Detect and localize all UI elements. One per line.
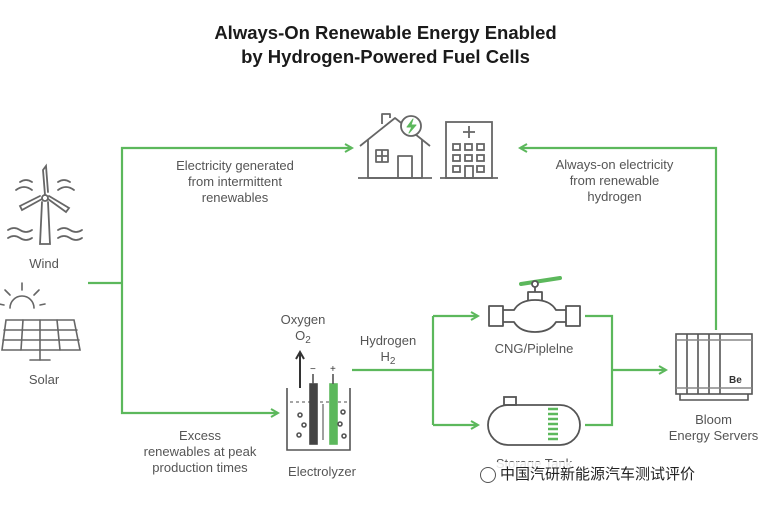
diagram-title-line1: Always-On Renewable Energy Enabled: [214, 22, 557, 43]
arrow-to-consumers: [120, 148, 352, 283]
watermark: 中国汽研新能源汽车测试评价: [478, 462, 771, 488]
bloom-energy-server-icon: [675, 333, 753, 401]
wind-turbine-icon: [7, 163, 83, 245]
hydrogen-formula: H2: [380, 349, 396, 367]
excess-label: Excess renewables at peak production tim…: [120, 428, 280, 476]
oxygen-formula: O2: [295, 328, 311, 346]
always-on-label-line3: hydrogen: [587, 189, 642, 204]
solar-panel-icon: [0, 282, 81, 361]
excess-label-line3: production times: [152, 460, 248, 475]
wechat-icon: [480, 467, 496, 483]
always-on-label-line1: Always-on electricity: [555, 157, 674, 172]
intermittent-label-line2: from intermittent: [188, 174, 282, 189]
intermittent-label-line1: Electricity generated: [176, 158, 294, 173]
always-on-label: Always-on electricity from renewable hyd…: [527, 157, 702, 205]
electrode-minus: −: [310, 364, 316, 375]
bloom-badge: Be: [729, 375, 742, 386]
bloom-servers-line1: Bloom: [695, 412, 732, 427]
diagram-title-line2: by Hydrogen-Powered Fuel Cells: [241, 46, 530, 67]
arrow-always-on: [520, 148, 718, 330]
bloom-servers-line2: Energy Servers: [668, 428, 759, 443]
electrolyzer-icon: [286, 374, 351, 451]
intermittent-label-line3: renewables: [201, 190, 269, 205]
oxygen-label: Oxygen O2: [268, 312, 338, 349]
pipeline-valve-icon: [488, 276, 581, 333]
solar-label: Solar: [28, 372, 60, 387]
wind-label: Wind: [29, 256, 59, 271]
excess-label-line2: renewables at peak: [143, 444, 257, 459]
arrow-to-electrolyzer: [120, 283, 278, 413]
pipeline-label: CNG/Piplelne: [494, 341, 574, 356]
hydrogen-label: Hydrogen H2: [348, 333, 428, 370]
oxygen-name: Oxygen: [280, 312, 326, 327]
intermittent-label: Electricity generated from intermittent …: [150, 158, 320, 206]
hydrogen-name: Hydrogen: [359, 333, 417, 348]
bloom-servers-label: Bloom Energy Servers: [656, 412, 771, 444]
storage-tank-icon: [487, 396, 581, 446]
electrolyzer-label: Electrolyzer: [288, 464, 356, 479]
always-on-label-line2: from renewable: [569, 173, 660, 188]
watermark-text: 中国汽研新能源汽车测试评价: [500, 466, 696, 483]
electrode-plus: +: [330, 364, 336, 375]
building-icon: [440, 121, 498, 179]
storage-merge-line: [585, 314, 614, 427]
house-icon: [358, 113, 432, 179]
excess-label-line1: Excess: [179, 428, 221, 443]
